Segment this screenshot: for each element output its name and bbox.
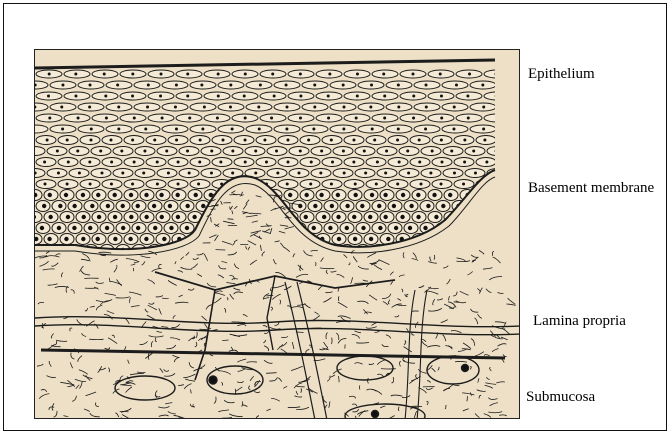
label-epithelium: Epithelium <box>528 66 595 83</box>
tissue-layers-drawing <box>35 50 520 419</box>
label-basement-membrane: Basement membrane <box>528 180 654 197</box>
figure-frame: Epithelium Basement membrane Lamina prop… <box>3 3 667 431</box>
histology-illustration <box>34 49 520 419</box>
label-submucosa: Submucosa <box>526 389 595 406</box>
label-lamina-propria: Lamina propria <box>533 313 626 330</box>
